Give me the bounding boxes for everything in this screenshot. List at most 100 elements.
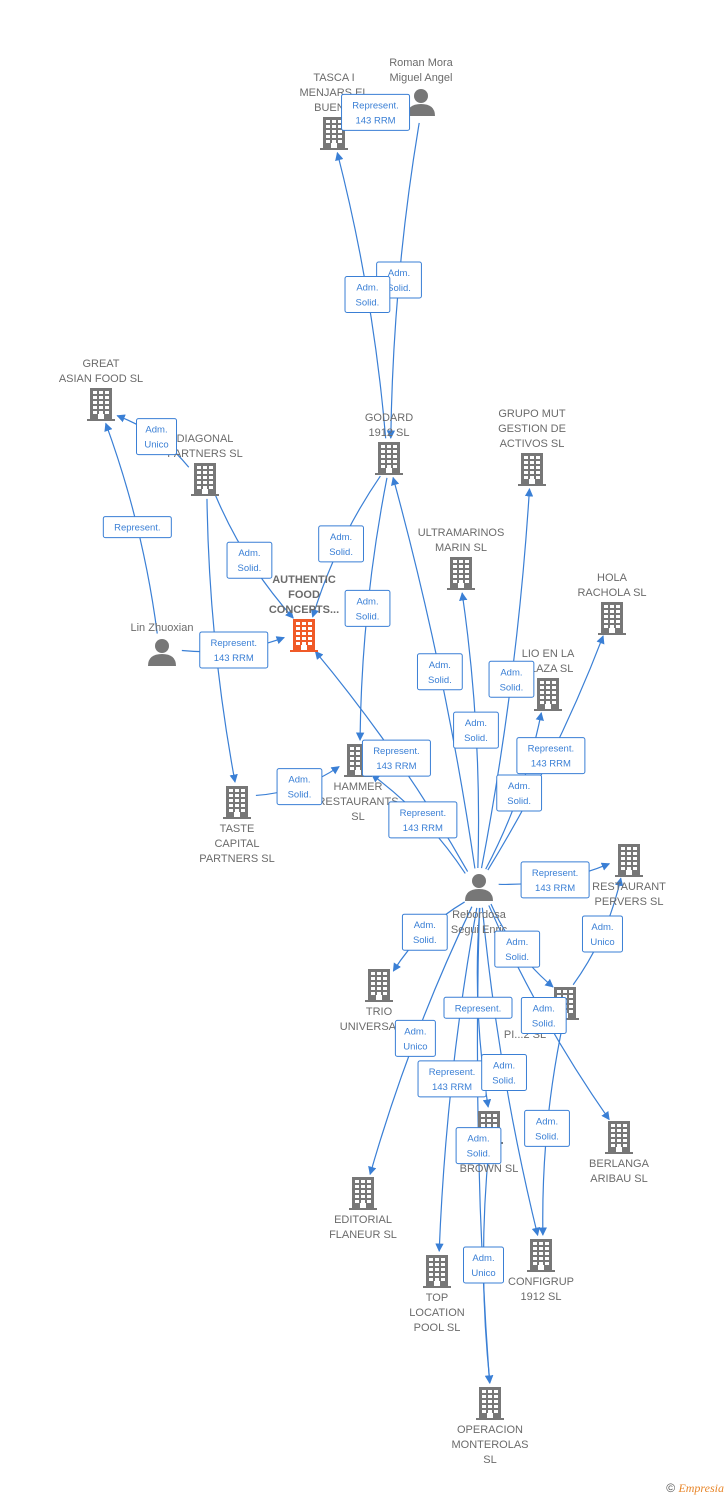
editorial-label: EDITORIAL <box>334 1214 392 1226</box>
configrup-building-icon[interactable] <box>527 1239 555 1272</box>
edge-label-rebordosa-to-trio[interactable]: Adm.Solid. <box>401 913 448 951</box>
edge-label-rebordosa-to-lio[interactable]: Adm.Solid. <box>496 774 543 812</box>
edge-label-rebordosa-to-operacion[interactable]: Adm.Solid. <box>455 1127 502 1165</box>
edge-label-rebordosa-to-grupo[interactable]: Adm.Solid. <box>488 660 535 698</box>
top-building-icon[interactable] <box>423 1255 451 1288</box>
copyright-symbol: © <box>666 1481 676 1495</box>
rebordosa-label: Segui Enric <box>451 924 508 936</box>
authentic-label: FOOD <box>288 589 320 601</box>
relation-text: Adm. <box>356 596 378 607</box>
edge-label-rebordosa-to-editorial[interactable]: Adm. Unico <box>394 1019 436 1057</box>
edge-label-rebordosa-to-configrup[interactable]: Adm.Solid. <box>481 1053 527 1091</box>
configrup-label: 1912 SL <box>521 1291 562 1303</box>
lin-person-icon[interactable] <box>148 639 176 666</box>
pervers-label: RESTAURANT <box>592 881 666 893</box>
relation-text: Solid. <box>288 790 312 801</box>
relation-text: Adm. <box>508 781 530 792</box>
hola-label: RACHOLA SL <box>577 587 646 599</box>
trio-label: TRIO <box>366 1006 393 1018</box>
trio-building-icon[interactable] <box>365 969 393 1002</box>
relation-text: Solid. <box>500 682 524 693</box>
edge-label-rebordosa-to-pervers[interactable]: Represent.143 RRM <box>520 861 590 899</box>
relation-text: Solid. <box>387 283 411 294</box>
rebordosa-label: Rebordosa <box>452 909 507 921</box>
edge-label-godard-to-authentic[interactable]: Adm. Solid. <box>318 525 364 563</box>
taste-label: TASTE <box>220 823 255 835</box>
hammer-label: SL <box>351 811 364 823</box>
ultra-building-icon[interactable] <box>447 557 475 590</box>
relation-text: Solid. <box>329 547 353 558</box>
top-label: POOL SL <box>414 1322 461 1334</box>
rebordosa-person-icon[interactable] <box>465 874 493 901</box>
edge-label-pi-to-pervers[interactable]: Adm.Unico <box>581 915 623 953</box>
relation-text: Adm. <box>356 282 378 293</box>
operacion-building-icon[interactable] <box>476 1387 504 1420</box>
hammer-label: RESTAURANTS <box>317 796 398 808</box>
edge-label-diagonal-to-authentic[interactable]: Adm. Solid. <box>226 541 273 579</box>
edge-label-pi-to-configrup[interactable]: Adm.Solid. <box>524 1109 570 1147</box>
edge-label-rebordosa-to-hola[interactable]: Represent.143 RRM <box>516 737 586 775</box>
edge-label-lin-to-authentic[interactable]: Represent.143 RRM <box>199 631 269 669</box>
berlanga-label: ARIBAU SL <box>590 1173 647 1185</box>
pervers-building-icon[interactable] <box>615 844 643 877</box>
relation-text: 143 RRM <box>355 115 395 126</box>
edge-label-godard-to-hammer[interactable]: Adm.Solid. <box>344 589 391 627</box>
edge-label-rebordosa-to-brown[interactable]: Represent. <box>443 996 513 1019</box>
edge-label-rebordosa-to-top[interactable]: Represent.143 RRM <box>417 1060 487 1098</box>
grupo-building-icon[interactable] <box>518 453 546 486</box>
lio-building-icon[interactable] <box>534 678 562 711</box>
godard-building-icon[interactable] <box>375 442 403 475</box>
relation-text: Adm. <box>404 1026 426 1037</box>
authentic-building-icon[interactable] <box>290 619 318 652</box>
relation-text: Adm. <box>288 775 310 786</box>
grupo-label: GRUPO MUT <box>498 408 566 420</box>
edge-label-taste-to-hammer[interactable]: Adm. Solid. <box>276 768 323 806</box>
edge-label-rebordosa-to-berlanga[interactable]: Adm.Solid. <box>520 996 567 1034</box>
diagonal-building-icon[interactable] <box>191 463 219 496</box>
edge-label-rebordosa-to-authentic[interactable]: Represent. 143 RRM <box>361 739 431 777</box>
ultra-label: ULTRAMARINOS <box>418 527 505 539</box>
edge-label-rebordosa-to-hammer[interactable]: Represent.143 RRM <box>388 801 458 839</box>
relation-text: Unico <box>403 1041 427 1052</box>
relation-text: Solid. <box>532 1018 556 1029</box>
relation-text: Solid. <box>238 563 262 574</box>
lio-label: PLAZA SL <box>523 663 574 675</box>
edge-label-brown-to-operacion[interactable]: Adm.Unico <box>463 1246 505 1284</box>
great-label: ASIAN FOOD SL <box>59 373 143 385</box>
ultra-label: MARIN SL <box>435 542 487 554</box>
tasca-label: TASCA I <box>313 72 354 84</box>
relation-text: Represent. <box>455 1003 501 1014</box>
edge-label-godard-to-tasca[interactable]: Adm.Solid. <box>344 275 391 313</box>
edge-label-rebordosa-to-pi[interactable]: Adm.Solid. <box>494 930 541 968</box>
roman-label: Miguel Angel <box>390 72 453 84</box>
great-building-icon[interactable] <box>87 388 115 421</box>
relation-text: Solid. <box>413 935 437 946</box>
relation-text: Solid. <box>464 733 488 744</box>
relation-text: Adm. <box>238 548 260 559</box>
tasca-building-icon[interactable] <box>320 117 348 150</box>
edge-label-lin-to-great[interactable]: Represent. <box>102 516 172 539</box>
relation-text: 143 RRM <box>535 883 575 894</box>
relation-text: Unico <box>144 440 168 451</box>
berlanga-building-icon[interactable] <box>605 1121 633 1154</box>
lio-label: LIO EN LA <box>522 648 575 660</box>
edge-label-diagonal-to-great[interactable]: Adm.Unico <box>136 418 178 456</box>
relation-text: Represent. <box>373 746 419 757</box>
edge-label-roman-to-tasca[interactable]: Represent.143 RRM <box>341 93 411 131</box>
relation-text: Adm. <box>330 532 352 543</box>
edge-label-rebordosa-to-ultra[interactable]: Adm.Solid. <box>453 711 499 749</box>
relation-text: Represent. <box>114 523 160 534</box>
brand-logo[interactable]: Empresia <box>678 1481 724 1495</box>
hammer-label: HAMMER <box>334 781 383 793</box>
edge-label-rebordosa-to-godard[interactable]: Adm.Solid. <box>416 653 463 691</box>
editorial-building-icon[interactable] <box>349 1177 377 1210</box>
hola-building-icon[interactable] <box>598 602 626 635</box>
taste-building-icon[interactable] <box>223 786 251 819</box>
relation-text: Represent. <box>429 1067 475 1078</box>
roman-person-icon[interactable] <box>407 89 435 116</box>
relation-text: 143 RRM <box>376 761 416 772</box>
relation-text: 143 RRM <box>214 653 254 664</box>
relation-text: Adm. <box>388 268 410 279</box>
roman-label: Roman Mora <box>389 57 453 69</box>
